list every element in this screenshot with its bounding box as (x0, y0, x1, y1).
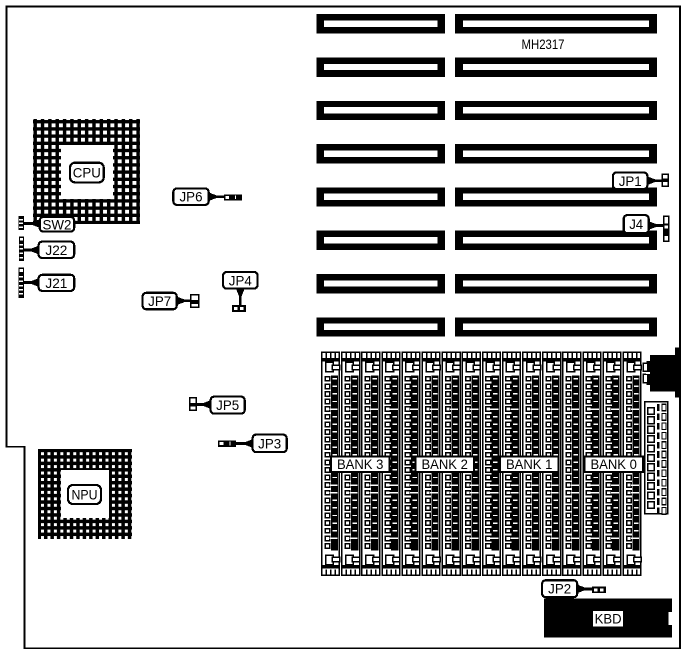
svg-text:JP2: JP2 (548, 581, 571, 597)
svg-text:J21: J21 (45, 275, 67, 291)
svg-text:BANK 3: BANK 3 (337, 457, 384, 472)
svg-text:KBD: KBD (595, 612, 622, 627)
svg-text:MH2317: MH2317 (522, 37, 565, 52)
svg-text:BANK 1: BANK 1 (506, 457, 553, 472)
svg-text:CPU: CPU (73, 165, 101, 181)
svg-text:JP5: JP5 (216, 397, 239, 413)
svg-text:JP3: JP3 (258, 435, 281, 451)
svg-text:NPU: NPU (72, 487, 98, 503)
svg-text:JP1: JP1 (619, 173, 642, 189)
svg-text:JP7: JP7 (148, 293, 171, 309)
svg-text:SW2: SW2 (42, 216, 71, 232)
svg-text:BANK 2: BANK 2 (421, 457, 468, 472)
svg-text:J22: J22 (45, 242, 67, 258)
svg-text:JP6: JP6 (180, 189, 203, 205)
svg-text:JP4: JP4 (229, 272, 252, 288)
svg-text:J4: J4 (629, 216, 643, 232)
svg-text:BANK 0: BANK 0 (590, 457, 637, 472)
